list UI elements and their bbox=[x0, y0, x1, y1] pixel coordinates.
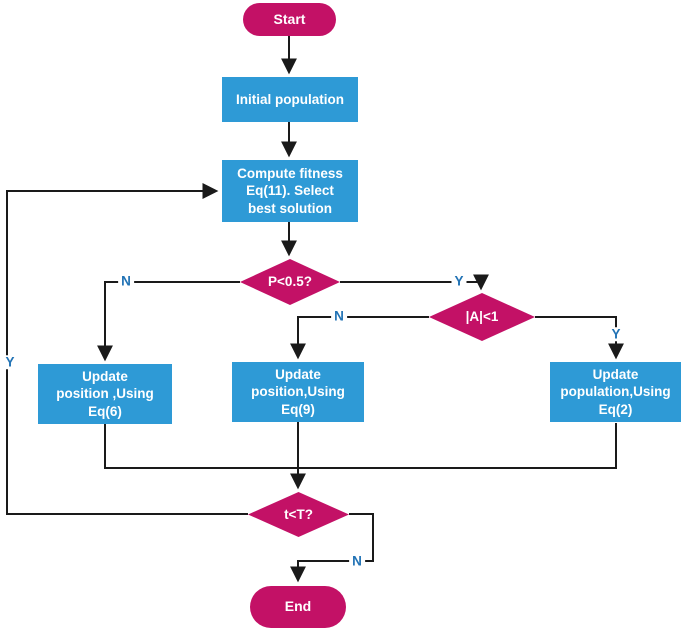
compute-fitness-label: Compute fitness Eq(11). Select best solu… bbox=[237, 166, 343, 216]
initial-population-label: Initial population bbox=[236, 91, 344, 107]
edge-label-p-yes: Y bbox=[451, 274, 467, 288]
end-node: End bbox=[250, 586, 346, 628]
p-decision-label: P<0.5? bbox=[268, 274, 312, 290]
edge-label-a-no: N bbox=[331, 309, 347, 323]
edge-label-a-yes: Y bbox=[608, 327, 624, 341]
update-eq9-label: Update position,Using Eq(9) bbox=[251, 367, 345, 417]
edge-p-no-to-eq6 bbox=[97, 281, 240, 362]
edge-t-yes-feedback-to-compute bbox=[6, 183, 248, 515]
update-eq6-node: Update position ,Using Eq(6) bbox=[38, 364, 172, 424]
edge-t-no-to-end bbox=[290, 513, 374, 583]
edge-a-no-to-eq9 bbox=[290, 316, 429, 360]
start-node: Start bbox=[243, 3, 336, 36]
end-label: End bbox=[284, 598, 312, 615]
initial-population-node: Initial population bbox=[222, 77, 358, 122]
update-eq2-node: Update population,Using Eq(2) bbox=[550, 362, 681, 422]
compute-fitness-node: Compute fitness Eq(11). Select best solu… bbox=[222, 160, 358, 222]
edge-label-t-yes: Y bbox=[2, 355, 18, 369]
update-eq2-label: Update population,Using Eq(2) bbox=[560, 367, 671, 417]
edge-p-yes-to-a-decision bbox=[340, 274, 489, 291]
edge-label-p-no: N bbox=[118, 274, 134, 288]
update-eq6-label: Update position ,Using Eq(6) bbox=[56, 369, 154, 419]
edge-a-yes-to-eq2 bbox=[535, 316, 624, 360]
edge-join-line bbox=[104, 423, 617, 469]
update-eq9-node: Update position,Using Eq(9) bbox=[232, 362, 364, 422]
start-label: Start bbox=[273, 10, 306, 27]
a-decision-label: |A|<1 bbox=[465, 309, 499, 325]
edge-label-t-no: N bbox=[349, 554, 365, 568]
t-decision-label: t<T? bbox=[284, 506, 313, 522]
